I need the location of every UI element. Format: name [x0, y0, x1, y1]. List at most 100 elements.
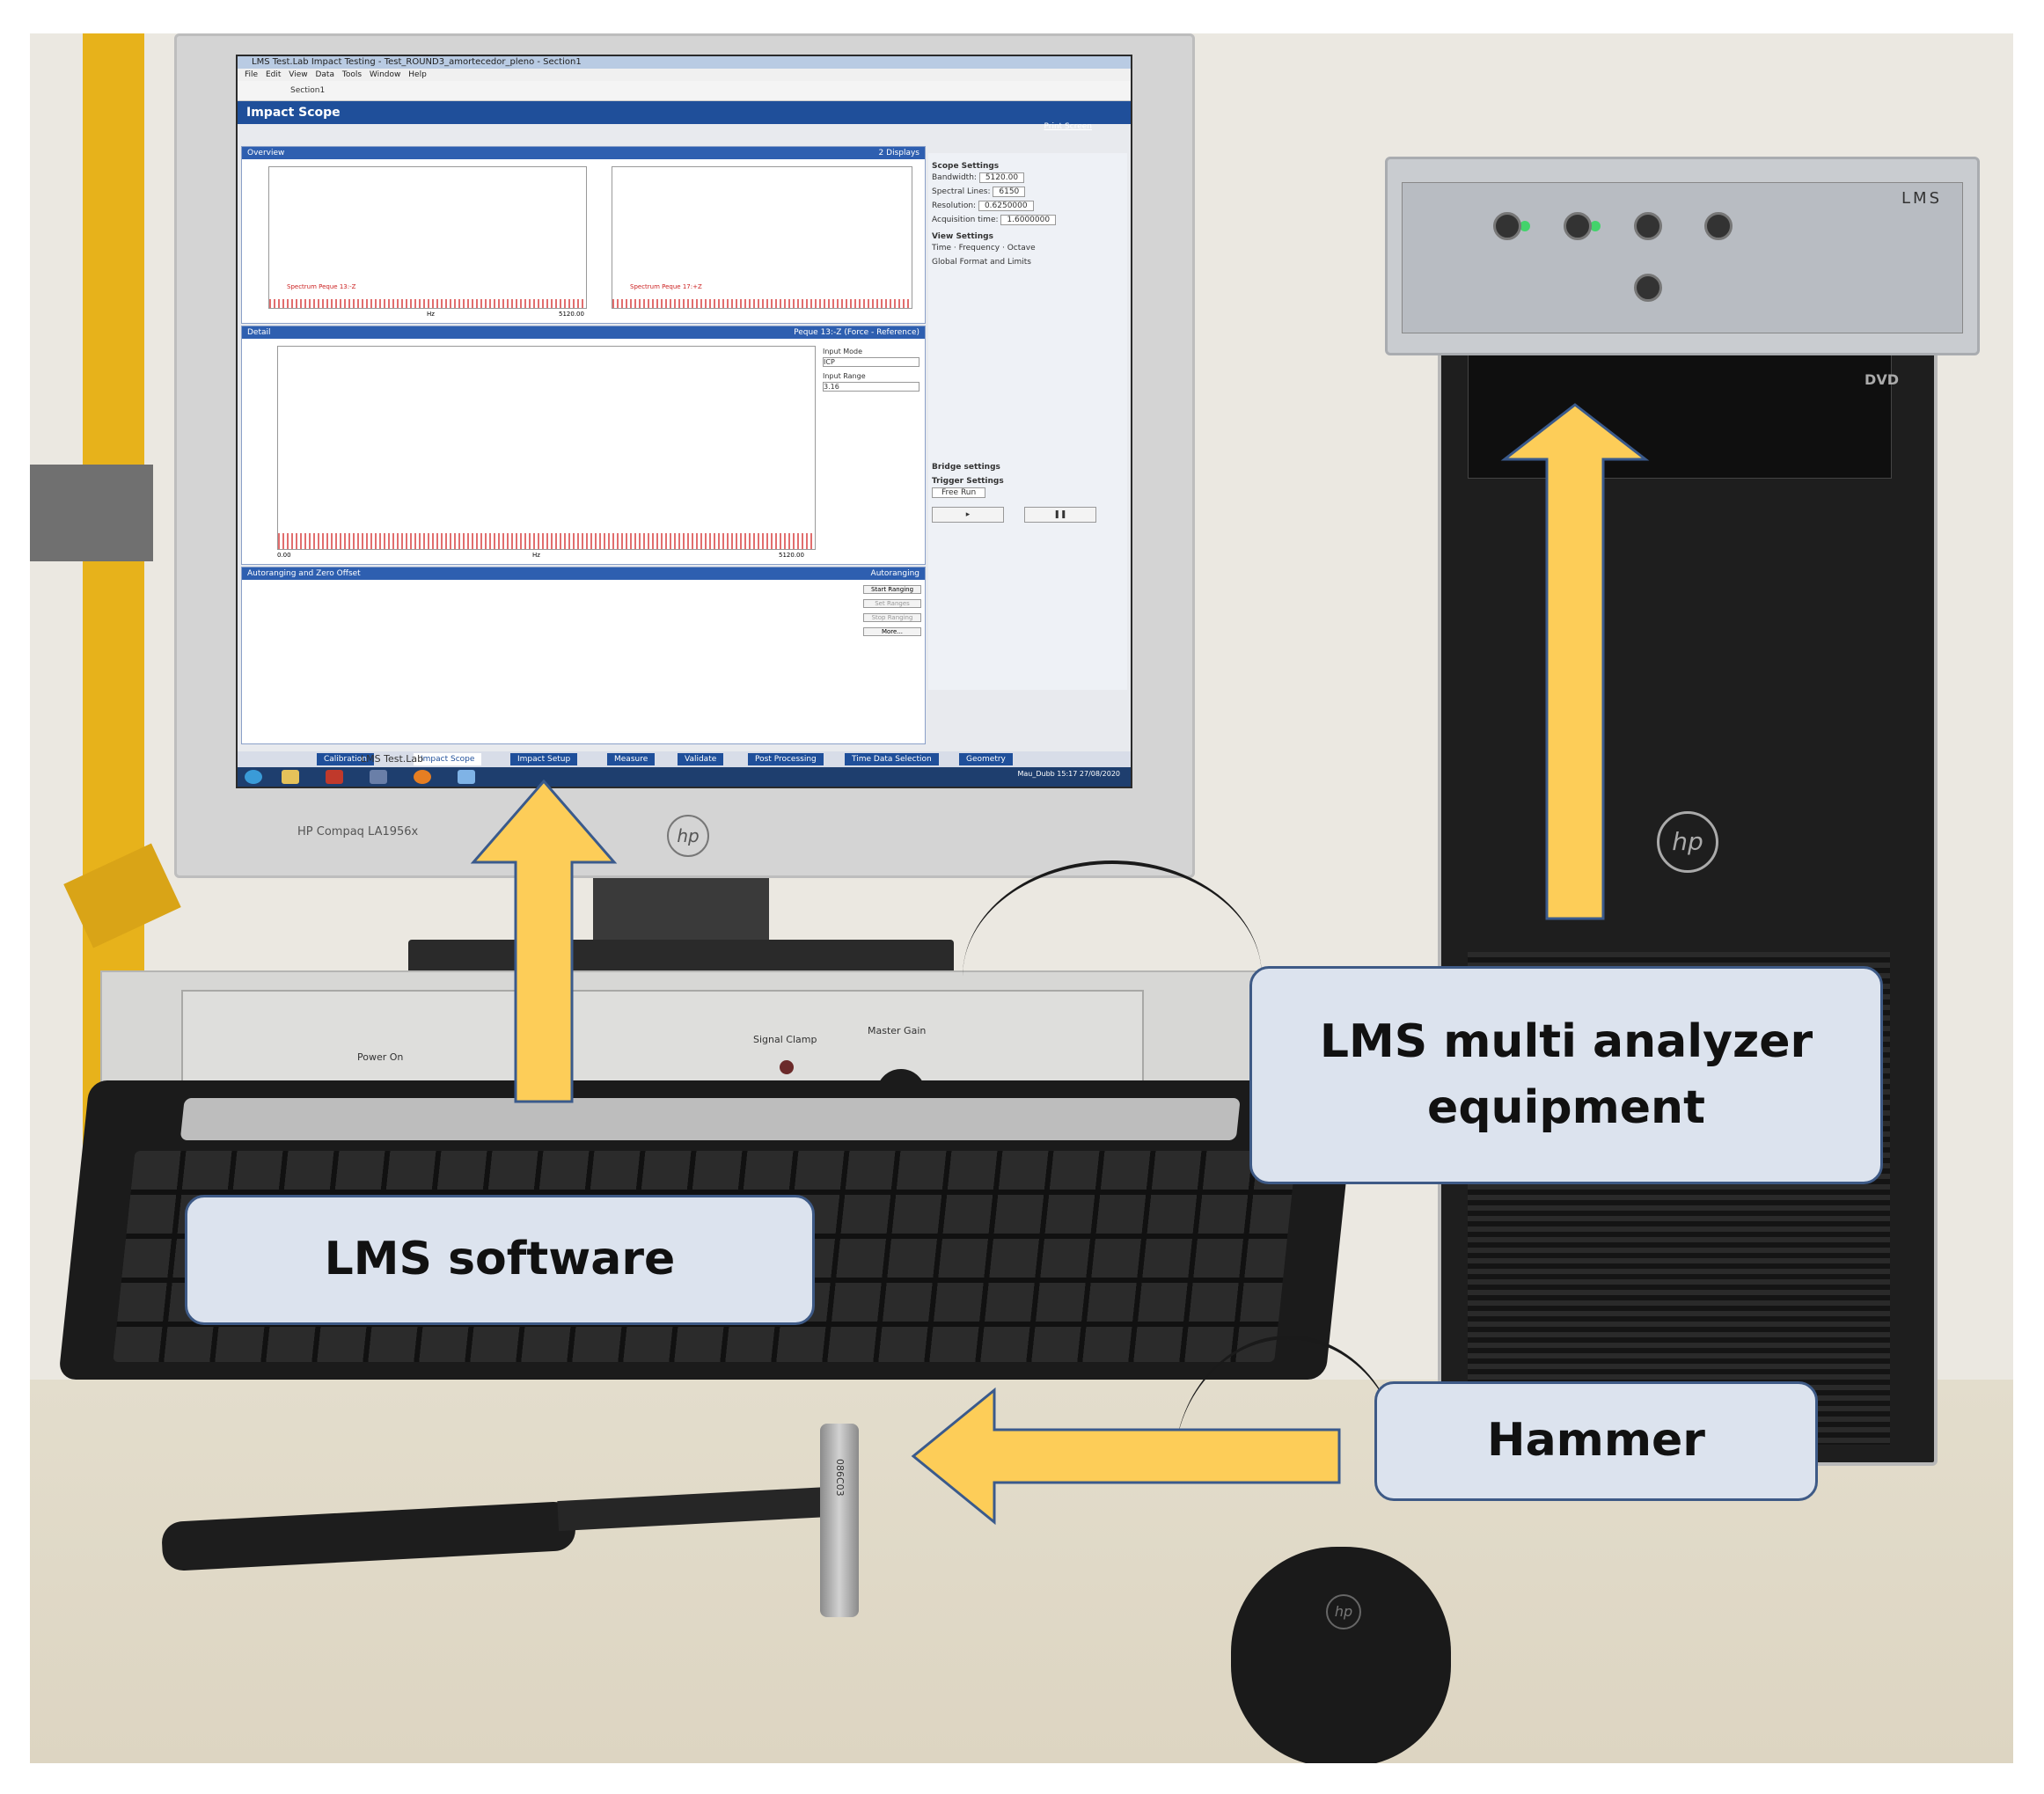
app-title: Impact Scope	[246, 106, 341, 120]
overview-left-plot[interactable]: Spectrum Peque 13:-Z	[268, 166, 587, 309]
menu-window[interactable]: Window	[369, 70, 401, 79]
arrow-up-software	[470, 779, 618, 1103]
start-ranging-button[interactable]: Start Ranging	[863, 585, 921, 594]
arrow-up-analyzer-shape	[1500, 403, 1650, 920]
autoranging-menu[interactable]: Autoranging	[870, 569, 919, 578]
callout-hammer: Hammer	[1374, 1381, 1818, 1501]
callout-lms-analyzer-line1: LMS multi analyzer	[1319, 1014, 1813, 1068]
explorer-icon[interactable]	[282, 770, 299, 784]
search-icon[interactable]	[370, 770, 387, 784]
detail-plot[interactable]	[277, 346, 816, 550]
displays-select[interactable]: 2 Displays	[878, 149, 919, 157]
overview-right-plot[interactable]: Spectrum Peque 17:+Z	[612, 166, 912, 309]
step-measure[interactable]: Measure	[607, 753, 656, 765]
callout-lms-analyzer: LMS multi analyzer equipment	[1249, 966, 1883, 1184]
yellow-beam	[63, 843, 181, 948]
more-button[interactable]: More...	[863, 627, 921, 636]
callout-lms-software-text: LMS software	[324, 1233, 676, 1286]
print-screen-link[interactable]: Print Screen	[1044, 122, 1092, 131]
workflow-bar: Calibration Impact Scope Impact Setup Me…	[238, 751, 1131, 767]
input-port-5	[1634, 274, 1662, 302]
bridge-settings-title: Bridge settings	[932, 463, 1000, 472]
overview-x-end: 5120.00	[559, 311, 584, 318]
menu-edit[interactable]: Edit	[265, 70, 282, 79]
global-format-checkbox[interactable]: Global Format and Limits	[932, 258, 1031, 267]
function-time-radio[interactable]: Time	[932, 244, 952, 253]
menu-data[interactable]: Data	[315, 70, 334, 79]
monitor-screen: LMS Test.Lab Impact Testing - Test_ROUND…	[236, 55, 1132, 788]
set-ranges-button[interactable]: Set Ranges	[863, 599, 921, 608]
callout-lms-analyzer-line2: equipment	[1427, 1081, 1705, 1134]
resolution-field[interactable]: 0.6250000	[978, 201, 1034, 211]
step-time-data-selection[interactable]: Time Data Selection	[845, 753, 939, 765]
acquisition-time-field[interactable]: 1.6000000	[1000, 215, 1057, 225]
menu-tools[interactable]: Tools	[341, 70, 363, 79]
function-octave-radio[interactable]: Octave	[1007, 244, 1036, 253]
arrow-left-hammer	[911, 1387, 1341, 1526]
hammer-model-label: 086C03	[834, 1459, 846, 1497]
step-post-processing[interactable]: Post Processing	[748, 753, 824, 765]
tower-hp-logo: hp	[1657, 811, 1718, 873]
arrow-up-software-shape	[470, 779, 618, 1103]
toolbar: Section1	[238, 81, 1131, 101]
autorange-label: Autoranging and Zero Offset	[247, 569, 361, 578]
amp-gain-label: Master Gain	[868, 1025, 927, 1036]
spectral-lines-field[interactable]: 6150	[993, 187, 1026, 197]
stop-ranging-button[interactable]: Stop Ranging	[863, 613, 921, 622]
menu-file[interactable]: File	[245, 70, 259, 79]
monitor-hp-logo: hp	[667, 815, 709, 857]
overview-label: Overview	[247, 149, 285, 157]
steel-bracket	[30, 465, 153, 561]
step-calibration[interactable]: Calibration	[317, 753, 374, 765]
input-port-2	[1564, 212, 1592, 240]
overview-pane: Overview 2 Displays Spectrum Peque 13:-Z…	[241, 146, 926, 324]
cable-2	[1174, 1336, 1403, 1603]
detail-x-unit: Hz	[532, 552, 540, 559]
app-brand: LMS Test.Lab	[361, 753, 424, 765]
start-orb-icon[interactable]	[245, 770, 262, 784]
start-button[interactable]: ▸	[932, 507, 1004, 523]
input-mode-group: Input Mode ICP Input Range 3.16	[823, 348, 919, 392]
step-impact-scope[interactable]: Impact Scope	[414, 753, 482, 765]
detail-label: Detail	[247, 328, 271, 337]
clock-time: 15:17	[1057, 770, 1078, 778]
function-frequency-radio[interactable]: Frequency	[958, 244, 1000, 253]
view-settings-title: View Settings	[932, 232, 993, 241]
taskbar: Mau_Dubb 15:17 27/08/2020	[238, 767, 1131, 787]
input-port-3	[1634, 212, 1662, 240]
step-validate[interactable]: Validate	[678, 753, 724, 765]
status-led-1	[1520, 221, 1530, 231]
firefox-icon[interactable]	[414, 770, 431, 784]
monitor: LMS Test.Lab Impact Testing - Test_ROUND…	[174, 33, 1195, 878]
bandwidth-field[interactable]: 5120.00	[978, 172, 1025, 183]
menu-bar: File Edit View Data Tools Window Help	[238, 69, 1131, 81]
analyzer-logo: LMS	[1901, 189, 1942, 208]
menu-help[interactable]: Help	[408, 70, 427, 79]
arrow-left-hammer-shape	[911, 1387, 1341, 1526]
pdf-icon[interactable]	[326, 770, 343, 784]
input-range-select[interactable]: 3.16	[823, 382, 919, 392]
cable-1	[963, 860, 1262, 1093]
amp-signal-label: Signal Clamp	[753, 1034, 817, 1045]
detail-channel-select[interactable]: Peque 13:-Z (Force - Reference)	[794, 328, 919, 337]
pause-button[interactable]: ❚❚	[1023, 507, 1096, 523]
autorange-buttons: Start Ranging Set Ranges Stop Ranging Mo…	[863, 585, 921, 636]
step-impact-setup[interactable]: Impact Setup	[510, 753, 578, 765]
step-geometry[interactable]: Geometry	[959, 753, 1013, 765]
keyboard-function-row	[179, 1098, 1241, 1140]
autorange-pane: Autoranging and Zero Offset Autoranging …	[241, 567, 926, 744]
input-mode-select[interactable]: ICP	[823, 357, 919, 367]
menu-view[interactable]: View	[289, 70, 308, 79]
app-header: Impact Scope	[238, 101, 1131, 124]
detail-x-end: 5120.00	[779, 552, 804, 559]
amp-signal-led	[780, 1060, 794, 1074]
trigger-mode-select[interactable]: Free Run	[932, 487, 986, 498]
overview-left-trace-label: Spectrum Peque 13:-Z	[287, 283, 356, 290]
testlab-icon[interactable]	[458, 770, 475, 784]
clock-date: 27/08/2020	[1079, 770, 1120, 778]
callout-lms-software: LMS software	[185, 1195, 815, 1325]
section-select[interactable]: Section1	[290, 86, 326, 95]
window-title: LMS Test.Lab Impact Testing - Test_ROUND…	[238, 56, 1131, 69]
monitor-brand: HP Compaq LA1956x	[297, 825, 419, 838]
scope-settings-title: Scope Settings	[932, 162, 1000, 171]
